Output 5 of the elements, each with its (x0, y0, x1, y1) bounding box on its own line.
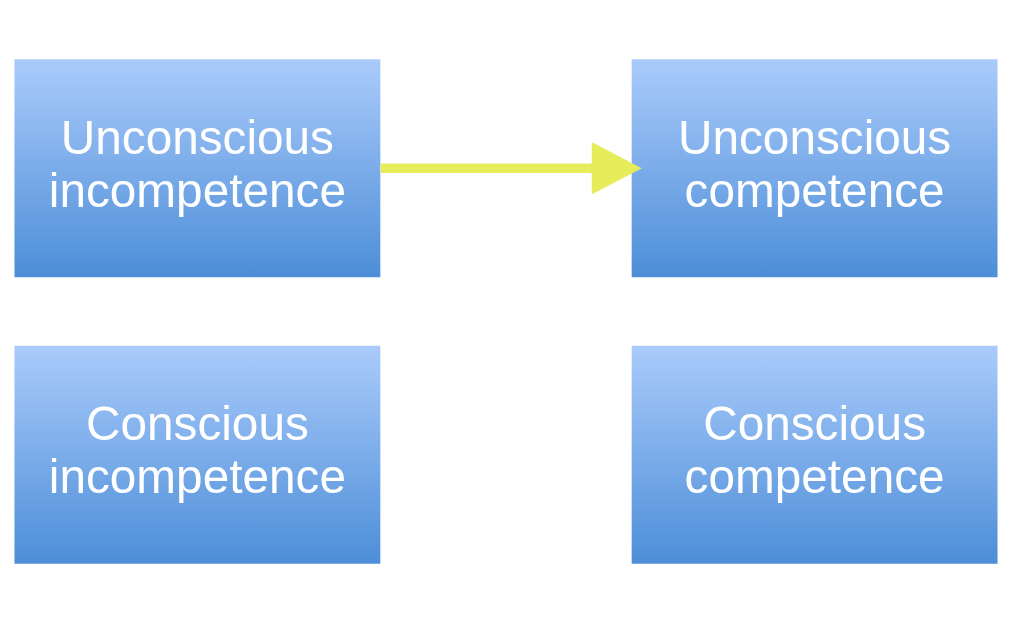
node-box: Unconscious competence (631, 58, 998, 277)
node-box: Conscious competence (631, 345, 998, 564)
node-box: Unconscious incompetence (14, 58, 381, 277)
node-box: Conscious incompetence (14, 345, 381, 564)
arrow (380, 141, 642, 195)
